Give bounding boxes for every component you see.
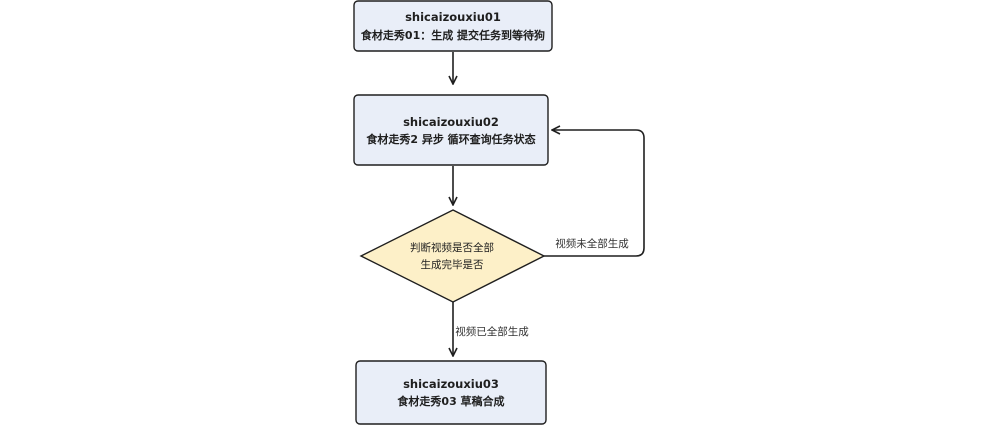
loop-edge-label: 视频未全部生成: [555, 237, 629, 250]
step2-subtitle: 食材走秀2 异步 循环查询任务状态: [366, 132, 535, 146]
process-node-step2[interactable]: shicaizouxiu02 食材走秀2 异步 循环查询任务状态: [353, 94, 549, 166]
process-node-step3-box: [355, 360, 547, 425]
process-node-step1-box: [353, 0, 553, 52]
decision-line2: 生成完毕是否: [421, 258, 484, 271]
process-node-step3[interactable]: shicaizouxiu03 食材走秀03 草稿合成: [355, 360, 547, 425]
done-edge-label: 视频已全部生成: [455, 325, 529, 338]
step3-title: shicaizouxiu03: [403, 377, 499, 391]
step2-title: shicaizouxiu02: [403, 115, 499, 129]
decision-line1: 判断视频是否全部: [410, 241, 494, 254]
decision-node[interactable]: 判断视频是否全部 生成完毕是否: [359, 209, 546, 303]
decision-diamond: [359, 209, 546, 303]
edge-loop-back-to-step2: [544, 130, 645, 257]
process-node-step2-box: [353, 94, 549, 166]
step3-subtitle: 食材走秀03 草稿合成: [397, 394, 504, 408]
step1-title: shicaizouxiu01: [405, 10, 501, 24]
step1-subtitle: 食材走秀01：生成 提交任务到等待狗: [361, 28, 545, 42]
process-node-step1[interactable]: shicaizouxiu01 食材走秀01：生成 提交任务到等待狗: [353, 0, 553, 52]
